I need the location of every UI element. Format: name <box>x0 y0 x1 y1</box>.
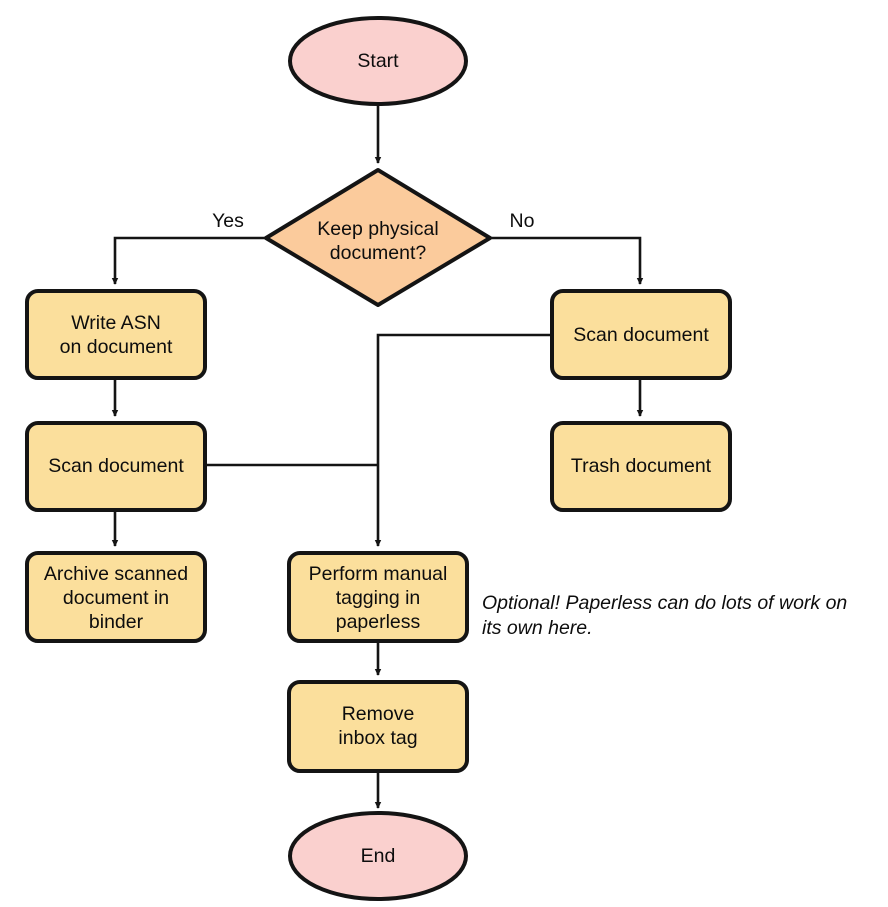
optional-note-line1: Optional! Paperless can do lots of work … <box>482 592 847 614</box>
archive-label-line1: Archive scanned <box>44 563 188 585</box>
trash-document-label: Trash document <box>571 455 712 477</box>
archive-label-line2: document in <box>63 587 169 609</box>
remove-inbox-label-line1: Remove <box>342 703 415 725</box>
annotation-optional-note: Optional! Paperless can do lots of work … <box>482 592 847 639</box>
edges-layer <box>111 103 644 809</box>
archive-box-shape[interactable] <box>25 551 207 643</box>
edge-scan-right-to-tagging <box>374 333 552 547</box>
scan-document-left-box-shape[interactable] <box>25 421 207 512</box>
edge-label-no: No <box>510 210 535 232</box>
node-start[interactable]: Start <box>288 16 468 106</box>
start-ellipse-shape[interactable] <box>288 16 468 106</box>
optional-note-line2: its own here. <box>482 617 593 639</box>
end-ellipse-shape[interactable] <box>288 811 468 901</box>
decision-label-line2: document? <box>330 242 427 264</box>
scan-document-right-label: Scan document <box>573 324 709 346</box>
edge-labels-layer: Yes No <box>212 210 535 232</box>
write-asn-label-line1: Write ASN <box>71 312 161 334</box>
trash-document-box-shape[interactable] <box>550 421 732 512</box>
start-label: Start <box>357 50 399 72</box>
edge-label-yes: Yes <box>212 210 244 232</box>
scan-document-right-box-shape[interactable] <box>550 289 732 380</box>
decision-diamond-shape[interactable] <box>264 168 492 307</box>
node-archive-scanned-document[interactable]: Archive scanned document in binder <box>25 551 207 643</box>
node-scan-document-left[interactable]: Scan document <box>25 421 207 512</box>
tagging-label-line2: tagging in <box>336 587 421 609</box>
edge-decision-no-to-scan-right <box>490 236 644 285</box>
node-decision-keep-physical-document[interactable]: Keep physical document? <box>264 168 492 307</box>
remove-inbox-box-shape[interactable] <box>287 680 469 773</box>
tagging-box-shape[interactable] <box>287 551 469 643</box>
tagging-label-line1: Perform manual <box>309 563 448 585</box>
write-asn-label-line2: on document <box>60 336 173 358</box>
edge-decision-yes-to-write-asn <box>111 236 265 285</box>
write-asn-box-shape[interactable] <box>25 289 207 380</box>
archive-label-line3: binder <box>89 611 144 633</box>
node-perform-manual-tagging[interactable]: Perform manual tagging in paperless <box>287 551 469 643</box>
node-trash-document[interactable]: Trash document <box>550 421 732 512</box>
node-remove-inbox-tag[interactable]: Remove inbox tag <box>287 680 469 773</box>
scan-document-left-label: Scan document <box>48 455 184 477</box>
node-scan-document-right[interactable]: Scan document <box>550 289 732 380</box>
decision-label-line1: Keep physical <box>317 218 438 240</box>
end-label: End <box>361 845 396 867</box>
node-end[interactable]: End <box>288 811 468 901</box>
node-write-asn-on-document[interactable]: Write ASN on document <box>25 289 207 380</box>
tagging-label-line3: paperless <box>336 611 421 633</box>
remove-inbox-label-line2: inbox tag <box>338 727 417 749</box>
